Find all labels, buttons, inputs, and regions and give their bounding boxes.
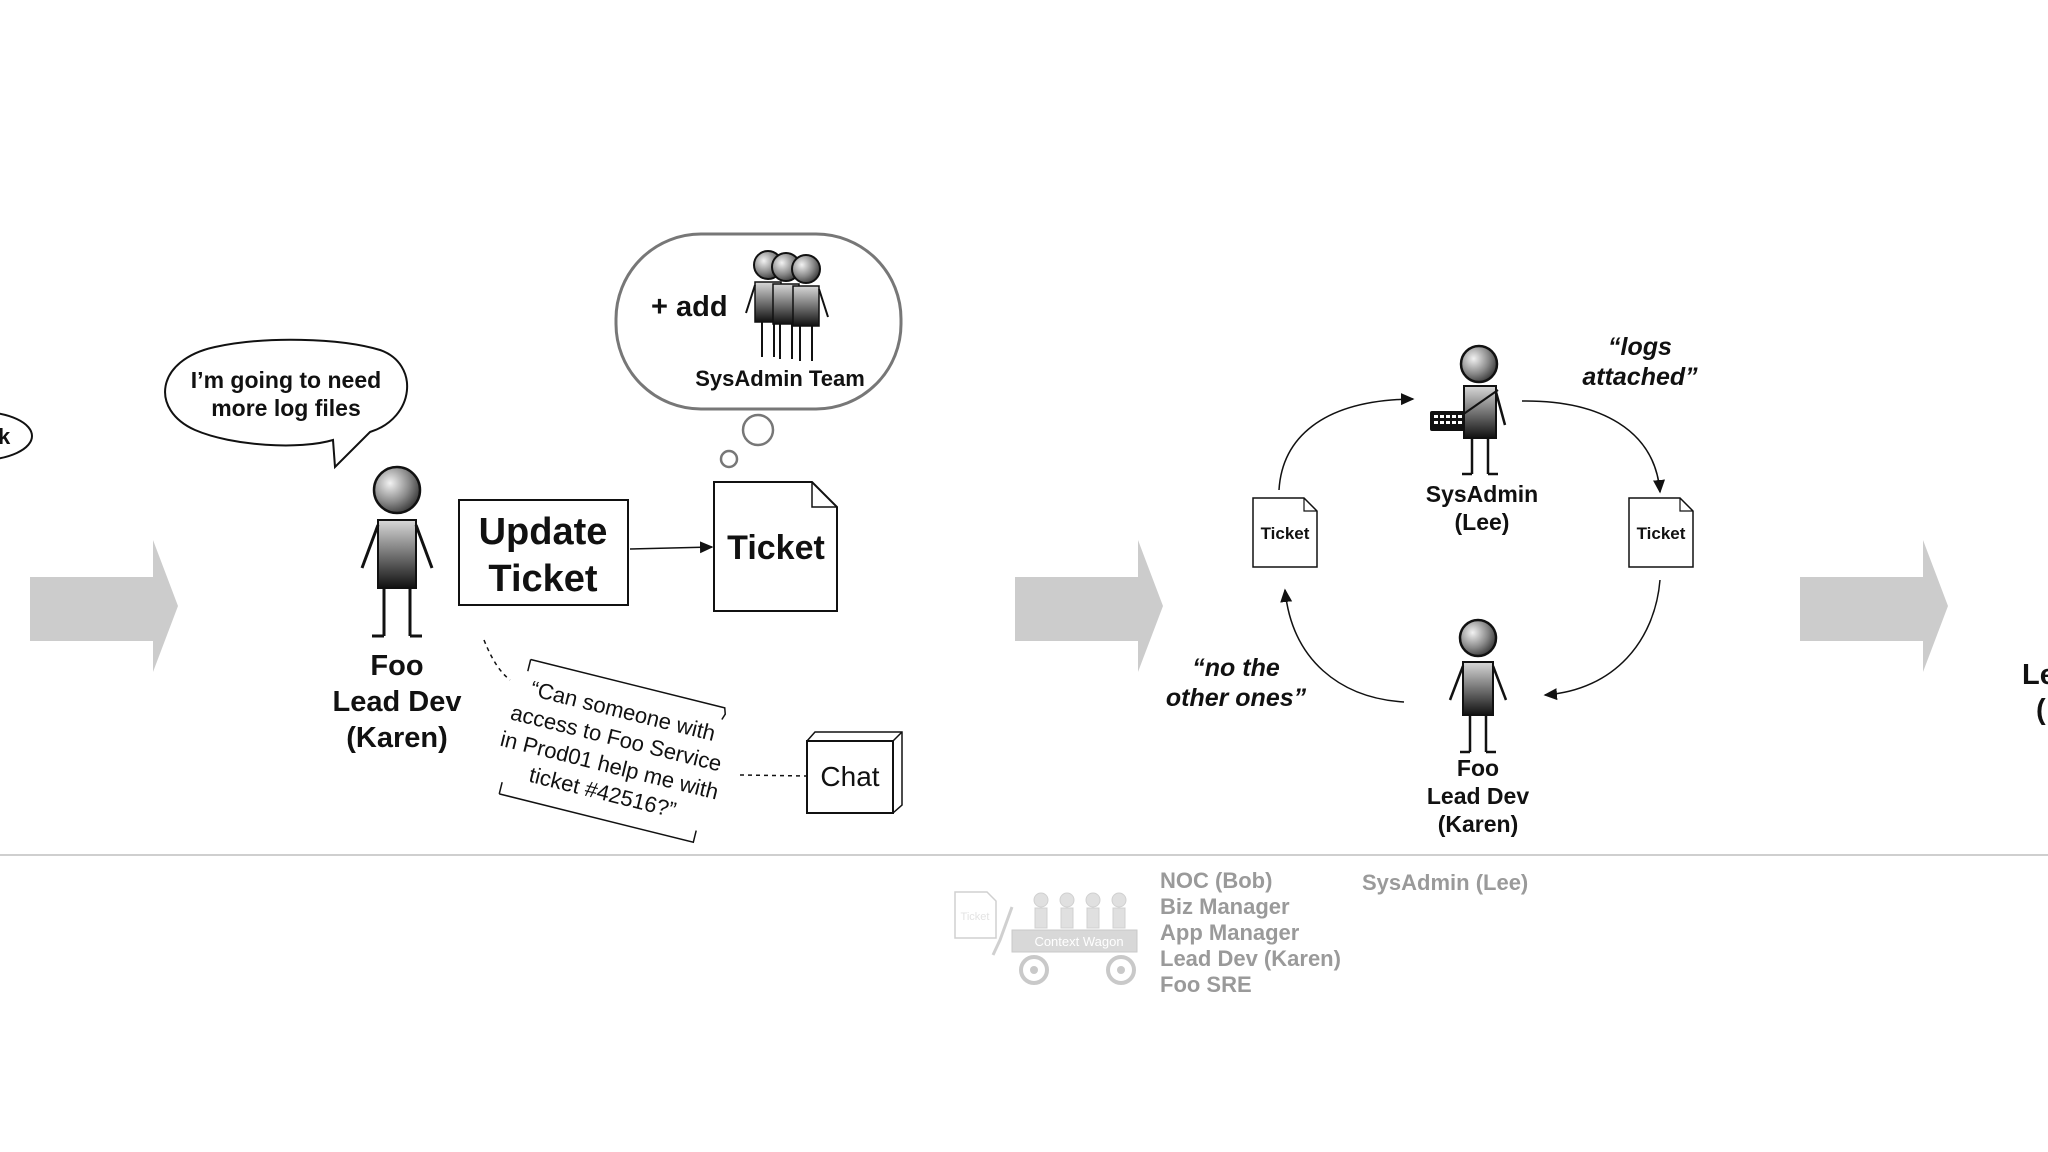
context-handoff-name: SysAdmin (Lee): [1362, 870, 1528, 895]
ticket-main-label: Ticket: [727, 529, 825, 567]
context-name-5: Foo SRE: [1160, 972, 1252, 997]
karen-label-line1: Foo: [370, 650, 423, 682]
karen-speech-line1: I’m going to need: [191, 367, 381, 393]
update-box-line2: Ticket: [488, 558, 597, 600]
quote-other-line1: “no the: [1192, 654, 1280, 682]
ticket-right-label: Ticket: [1637, 524, 1686, 543]
update-to-ticket-arrow: [629, 541, 714, 554]
sysadmin-label-line1: SysAdmin: [1426, 481, 1538, 507]
cycle-arrow-top-right: [1521, 400, 1666, 494]
ticket-document-right: Ticket: [1628, 497, 1694, 568]
flow-arrow-middle: [1015, 540, 1163, 672]
cycle-arrow-top-left: [1278, 393, 1415, 491]
right-partial-line2: (: [2036, 694, 2046, 726]
context-wagon-icon: Ticket Context Wagon: [954, 891, 1138, 985]
update-ticket-box: Update Ticket: [458, 499, 629, 606]
quote-other-line2: other ones”: [1166, 684, 1307, 712]
karen-label-line2: Lead Dev: [333, 686, 462, 718]
wagon-label: Context Wagon: [1034, 934, 1123, 949]
karen-speech-line2: more log files: [211, 395, 361, 421]
keyboard-icon: [1430, 411, 1465, 431]
context-name-2: Biz Manager: [1160, 894, 1290, 919]
chat-box: Chat: [806, 731, 903, 814]
chat-message-note: “Can someone with access to Foo Service …: [498, 658, 727, 844]
wagon-ticket-label: Ticket: [961, 911, 990, 923]
karen-label-line3: (Karen): [346, 722, 448, 754]
person-icon-karen: [360, 465, 434, 638]
left-bubble-text: k: [0, 424, 11, 449]
person-icon-karen-cycle: [1448, 618, 1508, 754]
quote-logs-line2: attached”: [1582, 363, 1698, 391]
context-names-list: NOC (Bob) Biz Manager App Manager Lead D…: [1160, 868, 1341, 997]
thought-team-label: SysAdmin Team: [695, 366, 865, 391]
update-box-line1: Update: [479, 511, 608, 553]
context-name-3: App Manager: [1160, 920, 1300, 945]
cycle-karen-line3: (Karen): [1438, 811, 1519, 837]
karen-speech-bubble: I’m going to need more log files: [164, 338, 408, 470]
team-icon: [745, 250, 829, 361]
karen-to-message-dashed: [483, 639, 511, 681]
cycle-karen-line2: Lead Dev: [1427, 783, 1529, 809]
flow-arrow-left: [30, 540, 178, 672]
person-icon-sysadmin: [1454, 344, 1507, 476]
thought-bubble: + add SysAdmin Tea: [614, 232, 903, 469]
left-speech-bubble: k: [0, 412, 33, 460]
sysadmin-label-line2: (Lee): [1455, 509, 1510, 535]
ticket-document-main: Ticket: [713, 481, 838, 612]
right-partial-line1: Le: [2022, 659, 2048, 691]
chat-box-label: Chat: [820, 761, 879, 792]
ticket-document-left: Ticket: [1252, 497, 1318, 568]
thought-add-text: + add: [651, 291, 728, 323]
context-name-1: NOC (Bob): [1160, 868, 1272, 893]
context-name-4: Lead Dev (Karen): [1160, 946, 1341, 971]
flow-arrow-right: [1800, 540, 1948, 672]
cycle-arrow-bottom-right: [1543, 579, 1661, 701]
quote-logs-line1: “logs: [1608, 333, 1672, 361]
cycle-arrow-bottom-left: [1280, 588, 1405, 703]
ticket-left-label: Ticket: [1261, 524, 1310, 543]
message-to-chat-dashed: [739, 774, 807, 777]
cycle-karen-line1: Foo: [1457, 755, 1499, 781]
